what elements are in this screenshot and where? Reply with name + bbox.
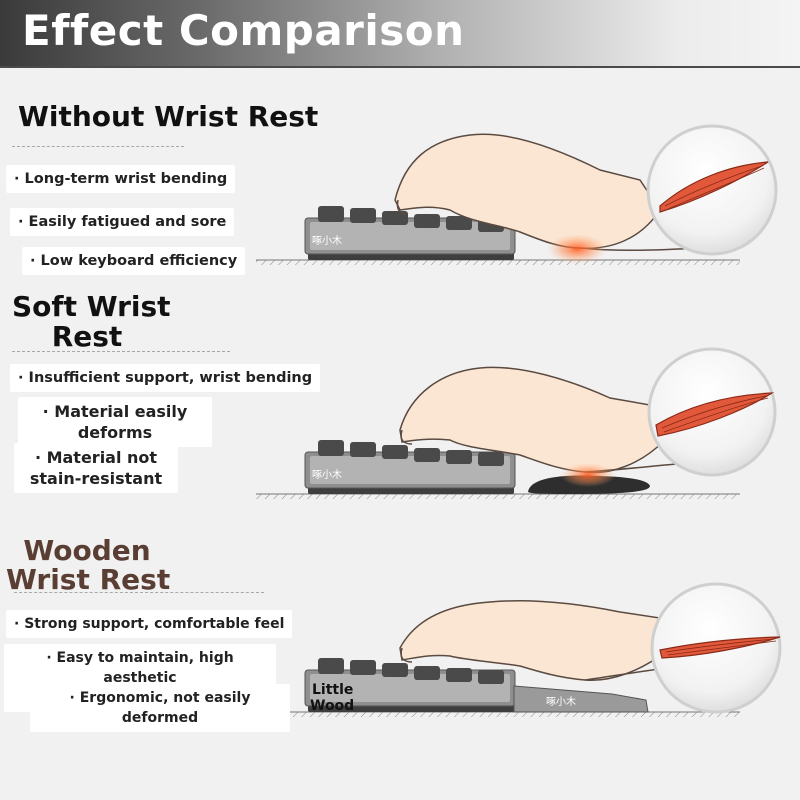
keyboard [304,440,516,494]
bullet-item: · Easily fatigued and sore [10,208,235,236]
pain-glow [560,463,616,487]
bullet-item: · Ergonomic, not easily deformed [30,684,290,732]
desk-surface [256,712,740,717]
section-title-wooden-rest: Wooden Wrist Rest [6,534,171,596]
bullet-item: · Strong support, comfortable feel [6,610,293,638]
wrist-rest-label: 啄小木 [546,696,576,708]
section-title-without-rest: Without Wrist Rest [18,100,319,133]
section-title-soft-rest: Soft Wrist Rest [12,290,171,353]
title-line: Wrist Rest [6,563,171,596]
bullet-line: stain-resistant [29,469,163,488]
pain-glow [547,234,607,264]
muscle-magnifier [646,124,778,256]
title-line: Wooden [23,534,151,567]
title-line: Rest [51,320,123,353]
title-underline [14,592,264,593]
brand-line: Little [312,682,354,698]
muscle-icon [659,636,781,659]
desk-surface [256,260,740,265]
muscle-magnifier [650,582,782,714]
muscle-icon [659,161,769,213]
bullet-line: · Ergonomic, not easily [69,690,251,706]
bullet-item: · Low keyboard efficiency [22,247,246,275]
header-banner: Effect Comparison [0,0,800,66]
desk-surface [256,494,740,499]
bullet-item: · Insufficient support, wrist bending [10,364,321,392]
illustration-soft-rest [256,347,777,499]
hand-icon [394,133,661,249]
brand-line: Wood [310,698,355,714]
bullet-line: deformed [121,710,199,726]
title-underline [12,351,230,352]
illustration-without-rest [256,124,778,265]
header-divider [0,66,800,68]
bullet-line: · Material not [34,448,158,467]
bullet-item: · Material not stain-resistant [14,443,178,493]
page-title: Effect Comparison [22,6,465,55]
title-line: Soft Wrist [12,290,171,323]
hand-icon [399,600,669,681]
keyboard [304,658,516,712]
brand-label: Little Wood [310,682,355,714]
bullet-line: · Material easily [42,402,188,421]
muscle-magnifier [647,347,777,477]
bullet-line: · Easy to maintain, high aesthetic [46,650,234,686]
bullet-line: deforms [77,423,153,442]
bullet-item: · Material easily deforms [18,397,212,447]
bullet-item: · Long-term wrist bending [6,165,236,193]
illustration-wooden-rest [256,582,782,717]
wooden-wrist-rest [513,685,649,713]
title-underline [12,146,184,147]
keyboard-label: 啄小木 [312,235,342,247]
keyboard-label: 啄小木 [312,469,342,481]
